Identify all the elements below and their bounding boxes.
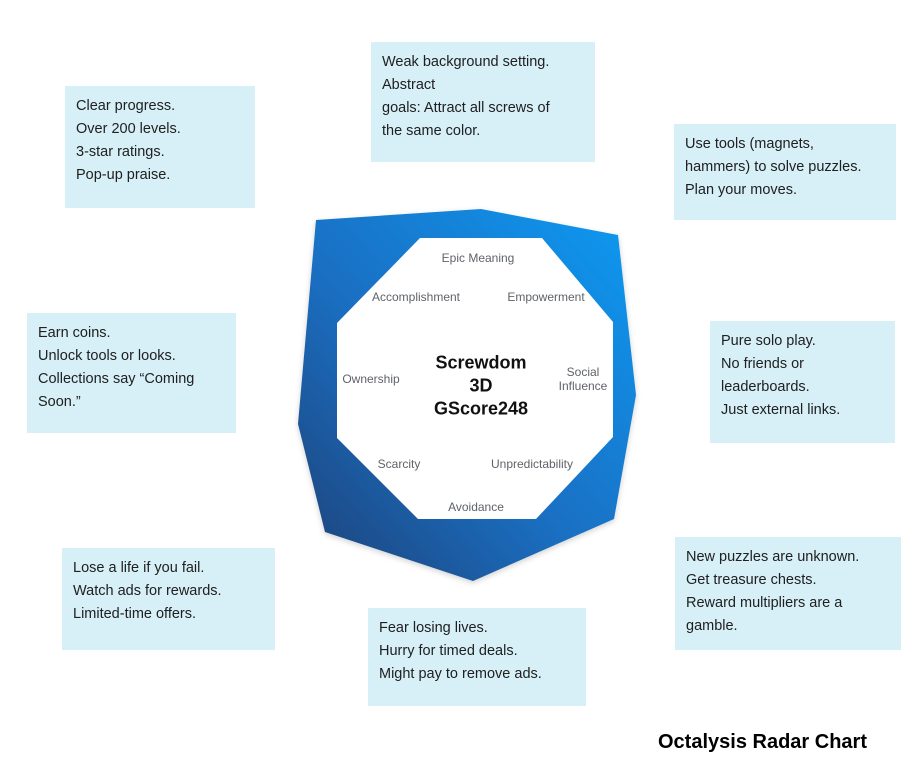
note-scarcity: Lose a life if you fail. Watch ads for r… (62, 548, 275, 650)
axis-label-epic-meaning: Epic Meaning (441, 251, 515, 265)
axis-label-social-influence: Social Influence (558, 365, 608, 393)
axis-label-scarcity: Scarcity (377, 457, 421, 471)
axis-label-accomplishment: Accomplishment (371, 290, 461, 304)
note-epic-meaning: Weak background setting. Abstract goals:… (371, 42, 595, 162)
center-game-label: Screwdom 3D GScore248 (433, 352, 529, 419)
note-ownership: Earn coins. Unlock tools or looks. Colle… (27, 313, 236, 433)
note-unpredictability: New puzzles are unknown. Get treasure ch… (675, 537, 901, 650)
chart-title: Octalysis Radar Chart (658, 731, 867, 753)
note-avoidance: Fear losing lives. Hurry for timed deals… (368, 608, 586, 706)
axis-label-avoidance: Avoidance (448, 500, 504, 514)
axis-label-empowerment: Empowerment (507, 290, 585, 304)
note-empowerment: Use tools (magnets, hammers) to solve pu… (674, 124, 896, 220)
note-accomplishment: Clear progress. Over 200 levels. 3-star … (65, 86, 255, 208)
octagon-background (337, 238, 613, 519)
note-social-influence: Pure solo play. No friends or leaderboar… (710, 321, 895, 443)
axis-label-unpredictability: Unpredictability (490, 457, 574, 471)
axis-label-ownership: Ownership (342, 372, 400, 386)
